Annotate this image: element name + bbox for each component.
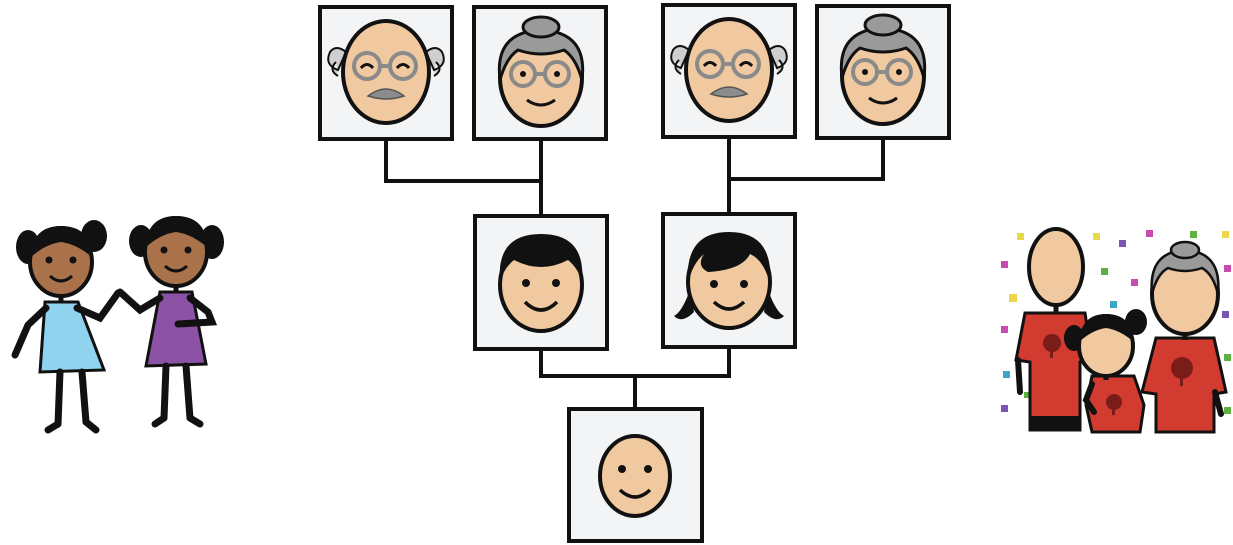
man-face-icon xyxy=(498,234,584,333)
member-child xyxy=(567,407,704,543)
member-grandfather-paternal xyxy=(318,5,454,141)
woman-face-icon xyxy=(674,232,784,330)
old-man-face-icon xyxy=(327,19,445,125)
girl-purple-dress xyxy=(116,216,224,428)
tree-logo-icon xyxy=(1171,357,1193,386)
family-grandma xyxy=(1140,240,1228,434)
old-man-face-icon xyxy=(670,17,788,123)
member-grandmother-paternal xyxy=(472,5,608,141)
two-girls-holding-hands-icon xyxy=(11,216,224,434)
connector-maternal-grandparents xyxy=(727,137,885,181)
member-mother xyxy=(661,212,797,349)
girl-blue-dress xyxy=(11,220,122,434)
tree-connectors xyxy=(384,137,885,409)
old-woman-face-icon xyxy=(497,15,585,128)
family-group-confetti-icon xyxy=(1001,227,1231,434)
confetti xyxy=(1001,230,1231,414)
family-child xyxy=(1064,309,1147,434)
member-father xyxy=(473,214,609,351)
tree-logo-icon xyxy=(1106,394,1122,415)
member-grandmother-maternal xyxy=(815,4,951,140)
child-face-icon xyxy=(598,434,672,518)
connector-parents xyxy=(539,347,731,378)
tree-logo-icon xyxy=(1043,334,1061,358)
old-woman-face-icon xyxy=(839,13,927,126)
connector-paternal-grandparents xyxy=(384,139,543,183)
member-grandfather-maternal xyxy=(661,3,797,139)
